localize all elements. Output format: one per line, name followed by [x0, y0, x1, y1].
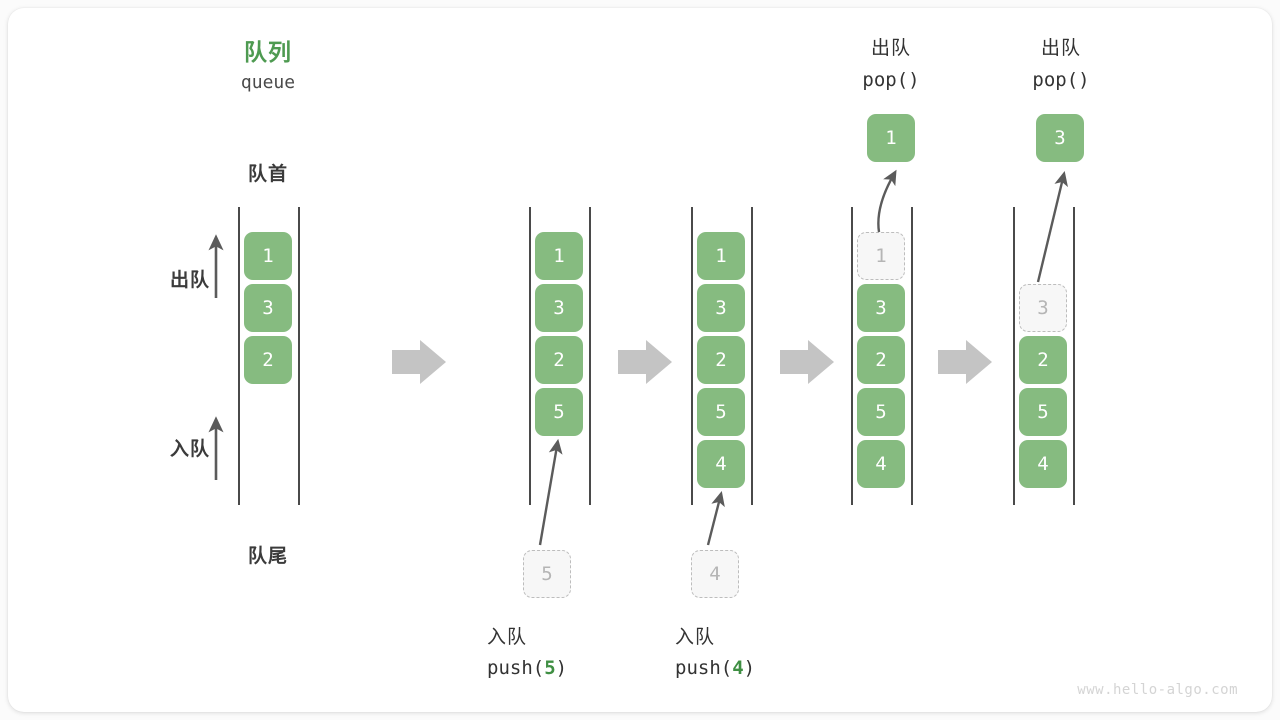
- enqueue-direction-label: 入队: [169, 439, 210, 460]
- queue-title-cn: 队列: [244, 39, 292, 65]
- watermark: www.hello-algo.com: [1077, 682, 1238, 698]
- op-label-code: push(5): [487, 657, 667, 679]
- queue-title-en: queue: [240, 72, 296, 93]
- rail-right-col-3: [911, 207, 913, 505]
- incoming-cell: 4: [691, 550, 739, 598]
- queue-cell: 3: [535, 284, 583, 332]
- op-label-code: push(4): [675, 657, 855, 679]
- queue-cell: 5: [697, 388, 745, 436]
- incoming-cell: 5: [523, 550, 571, 598]
- rail-right-col-0: [298, 207, 300, 505]
- op-code-suffix: ): [555, 657, 568, 679]
- op-code-prefix: push(: [675, 657, 733, 679]
- rail-left-col-0: [238, 207, 240, 505]
- queue-cell: 3: [244, 284, 292, 332]
- rail-left-col-3: [851, 207, 853, 505]
- queue-cell: 3: [857, 284, 905, 332]
- rail-left-col-2: [691, 207, 693, 505]
- queue-cell: 1: [244, 232, 292, 280]
- op-label-code: pop(): [862, 69, 920, 91]
- op-label-cn: 出队: [870, 38, 911, 59]
- front-label: 队首: [247, 164, 288, 185]
- queue-cell: 2: [244, 336, 292, 384]
- rear-label: 队尾: [247, 546, 288, 567]
- op-code-arg: 4: [732, 657, 744, 679]
- queue-cell: 1: [535, 232, 583, 280]
- op-code-arg: 5: [544, 657, 556, 679]
- queue-cell: 5: [857, 388, 905, 436]
- queue-cell: 2: [535, 336, 583, 384]
- queue-cell: 4: [857, 440, 905, 488]
- queue-cell: 3: [697, 284, 745, 332]
- queue-cell: 2: [857, 336, 905, 384]
- queue-cell: 1: [697, 232, 745, 280]
- queue-cell: 2: [697, 336, 745, 384]
- op-code-prefix: push(: [487, 657, 545, 679]
- rail-right-col-4: [1073, 207, 1075, 505]
- rail-right-col-1: [589, 207, 591, 505]
- queue-cell: 3: [1019, 284, 1067, 332]
- queue-cell: 5: [535, 388, 583, 436]
- op-label-cn: 出队: [1040, 38, 1081, 59]
- popped-cell: 1: [867, 114, 915, 162]
- queue-cell: 2: [1019, 336, 1067, 384]
- queue-cell: 4: [697, 440, 745, 488]
- diagram-card: [8, 8, 1272, 712]
- queue-cell: 4: [1019, 440, 1067, 488]
- queue-cell: 5: [1019, 388, 1067, 436]
- rail-left-col-4: [1013, 207, 1015, 505]
- popped-cell: 3: [1036, 114, 1084, 162]
- op-label-cn: 入队: [487, 627, 528, 648]
- rail-left-col-1: [529, 207, 531, 505]
- op-code-suffix: ): [743, 657, 756, 679]
- rail-right-col-2: [751, 207, 753, 505]
- dequeue-direction-label: 出队: [169, 270, 210, 291]
- queue-cell: 1: [857, 232, 905, 280]
- op-label-cn: 入队: [675, 627, 716, 648]
- op-label-code: pop(): [1032, 69, 1090, 91]
